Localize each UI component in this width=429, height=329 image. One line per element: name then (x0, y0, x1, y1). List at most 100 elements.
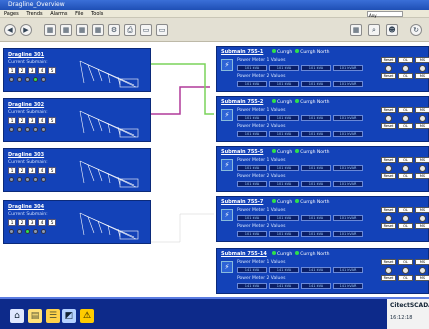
submain-button-4[interactable]: 4 (38, 117, 46, 124)
trend-icon[interactable]: ◩ (62, 309, 76, 323)
menu-file[interactable]: File (75, 11, 84, 17)
ms-button[interactable]: MS (415, 157, 429, 163)
menu-trends[interactable]: Trends (26, 11, 43, 17)
submain-button-3[interactable]: 3 (28, 67, 36, 74)
submain-title[interactable]: Submain 755-2 (221, 99, 264, 105)
submain-button-5[interactable]: 5 (48, 117, 56, 124)
breaker-icon[interactable]: ⚡ (221, 59, 233, 71)
ms-button[interactable]: MS (415, 207, 429, 213)
submain-button-1[interactable]: 1 (8, 167, 16, 174)
page-icon[interactable]: ▭ (140, 24, 152, 36)
reset-button[interactable]: Reset (381, 157, 396, 163)
submain-button-3[interactable]: 3 (28, 219, 36, 226)
search-field[interactable]: Any (367, 11, 403, 18)
dragline-title[interactable]: Dragline 303 (8, 152, 45, 158)
breaker-icon[interactable]: ⚡ (221, 159, 233, 171)
breaker-icon[interactable]: ⚡ (221, 209, 233, 221)
reset-button[interactable]: Reset (381, 107, 396, 113)
ms-button[interactable]: MS (415, 173, 429, 179)
reset-button[interactable]: Reset (381, 73, 396, 79)
submain-button-2[interactable]: 2 (18, 219, 26, 226)
alarm-list-icon[interactable]: ☰ (46, 309, 60, 323)
reset-button[interactable]: Reset (381, 223, 396, 229)
menu-alarms[interactable]: Alarms (50, 11, 68, 17)
ms-button[interactable]: MS (415, 73, 429, 79)
submain-button-3[interactable]: 3 (28, 117, 36, 124)
reset-button[interactable]: Reset (381, 259, 396, 265)
page-icon[interactable]: ▦ (76, 24, 88, 36)
dragline-title[interactable]: Dragline 302 (8, 102, 45, 108)
menu-pages[interactable]: Pages (4, 11, 19, 17)
submain-button-1[interactable]: 1 (8, 219, 16, 226)
search-icon[interactable]: ⌕ (368, 24, 380, 36)
settings-icon[interactable]: ⚙ (108, 24, 120, 36)
reset-button[interactable]: Reset (381, 123, 396, 129)
ol-button[interactable]: OL (398, 107, 413, 113)
reset-button[interactable]: Reset (381, 207, 396, 213)
user-icon[interactable]: ☻ (386, 24, 398, 36)
tile-icon[interactable]: ▦ (350, 24, 362, 36)
dragline-title[interactable]: Dragline 301 (8, 52, 45, 58)
citect-logo: CitectSCADA (390, 302, 429, 309)
ol-button[interactable]: OL (398, 207, 413, 213)
submain-button-3[interactable]: 3 (28, 167, 36, 174)
ms-button[interactable]: MS (415, 259, 429, 265)
submain-button-1[interactable]: 1 (8, 67, 16, 74)
submain-button-1[interactable]: 1 (8, 117, 16, 124)
home-icon[interactable]: ⌂ (10, 309, 24, 323)
submain-button-2[interactable]: 2 (18, 117, 26, 124)
submain-button-4[interactable]: 4 (38, 67, 46, 74)
submain-title[interactable]: Submain 755-5 (221, 149, 264, 155)
ms-button[interactable]: MS (415, 57, 429, 63)
reset-button[interactable]: Reset (381, 275, 396, 281)
submain-button-4[interactable]: 4 (38, 219, 46, 226)
reset-button[interactable]: Reset (381, 173, 396, 179)
ol-button[interactable]: OL (398, 223, 413, 229)
page-icon[interactable]: ▦ (60, 24, 72, 36)
submain-button-5[interactable]: 5 (48, 67, 56, 74)
page-icon[interactable]: ▦ (92, 24, 104, 36)
refresh-icon[interactable]: ↻ (410, 24, 422, 36)
warning-icon[interactable]: ⚠ (80, 309, 94, 323)
ol-button[interactable]: OL (398, 57, 413, 63)
ms-button[interactable]: MS (415, 123, 429, 129)
print-icon[interactable]: ⎙ (124, 24, 136, 36)
breaker-icon[interactable]: ⚡ (221, 109, 233, 121)
submain-button-2[interactable]: 2 (18, 67, 26, 74)
submain-title[interactable]: Submain 755-7 (221, 199, 264, 205)
submain-button-4[interactable]: 4 (38, 167, 46, 174)
ms-button[interactable]: MS (415, 223, 429, 229)
menu-tools[interactable]: Tools (91, 11, 104, 17)
back-icon[interactable]: ◀ (4, 24, 16, 36)
ol-button[interactable]: OL (398, 73, 413, 79)
ms-button[interactable]: MS (415, 275, 429, 281)
submain-button-5[interactable]: 5 (48, 167, 56, 174)
current-submain-label: Current Submain: (8, 212, 48, 217)
submain-title[interactable]: Submain 755-1 (221, 49, 264, 55)
submain-title[interactable]: Submain 755-14 (221, 251, 267, 257)
dragline-title[interactable]: Dragline 304 (8, 204, 45, 210)
page-icon[interactable]: ▭ (156, 24, 168, 36)
forward-icon[interactable]: ▶ (20, 24, 32, 36)
submain-button-5[interactable]: 5 (48, 219, 56, 226)
breaker-icon[interactable]: ⚡ (221, 261, 233, 273)
ol-button[interactable]: OL (398, 157, 413, 163)
ol-button[interactable]: OL (398, 259, 413, 265)
ol-button[interactable]: OL (398, 173, 413, 179)
submain-button-2[interactable]: 2 (18, 167, 26, 174)
page-icon[interactable]: ▦ (44, 24, 56, 36)
ms-button[interactable]: MS (415, 107, 429, 113)
folder-icon[interactable]: ▤ (28, 309, 42, 323)
reset-button[interactable]: Reset (381, 57, 396, 63)
ol-button[interactable]: OL (398, 123, 413, 129)
ol-button[interactable]: OL (398, 275, 413, 281)
